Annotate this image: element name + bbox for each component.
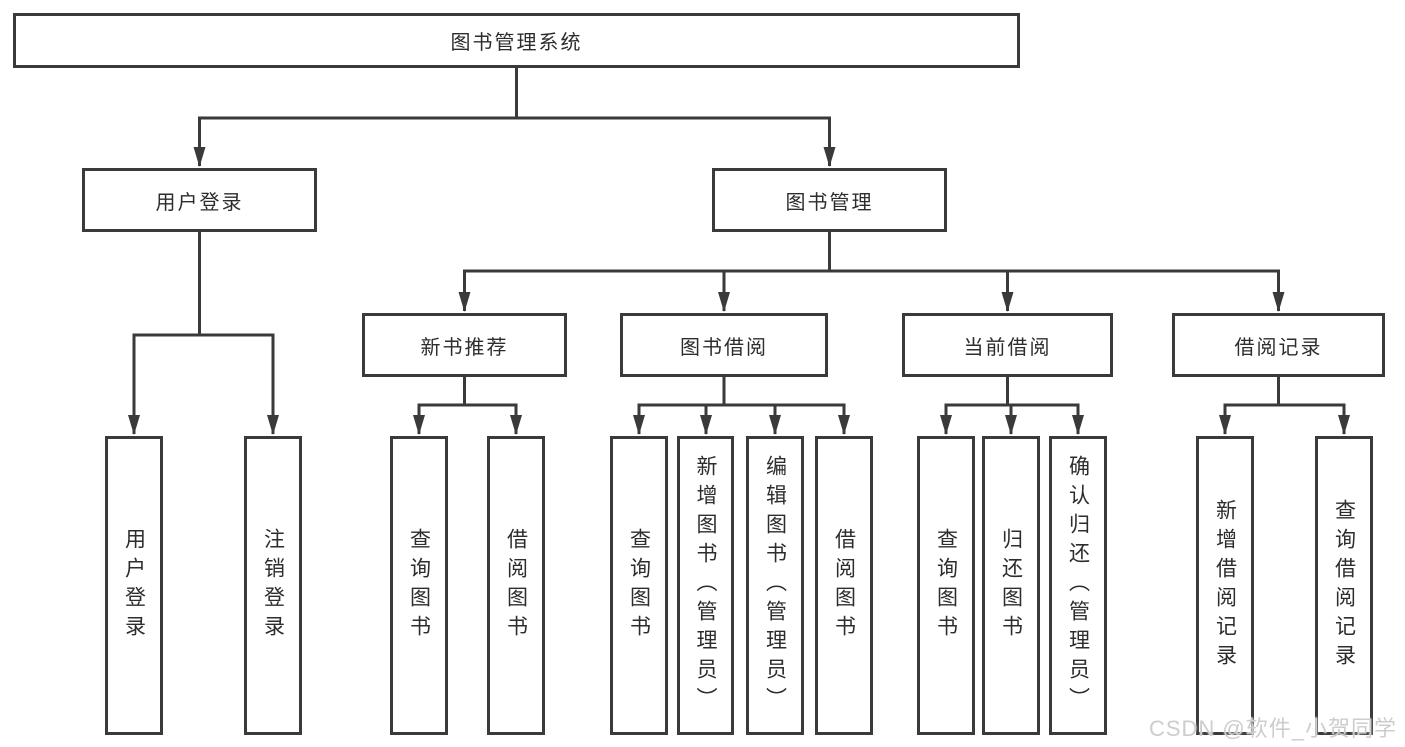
node-new-book-recommend: 新书推荐 (362, 313, 567, 377)
leaf-newbooks-query-books: 查询图书 (390, 436, 448, 735)
leaf-user-login: 用户登录 (105, 436, 163, 735)
leaf-borrow-query-books: 查询图书 (610, 436, 668, 735)
leaf-borrow-edit-books-admin: 编辑图书（管理员） (746, 436, 804, 735)
leaf-records-add-record: 新增借阅记录 (1196, 436, 1254, 735)
leaf-newbooks-borrow-books: 借阅图书 (487, 436, 545, 735)
leaf-current-query-books: 查询图书 (917, 436, 975, 735)
leaf-borrow-add-books-admin: 新增图书（管理员） (677, 436, 734, 735)
node-root-library-system: 图书管理系统 (13, 13, 1020, 68)
node-user-login: 用户登录 (82, 168, 317, 232)
node-borrow-records: 借阅记录 (1172, 313, 1385, 377)
leaf-logout: 注销登录 (244, 436, 302, 735)
node-current-borrow: 当前借阅 (902, 313, 1113, 377)
leaf-borrow-borrow-books: 借阅图书 (815, 436, 873, 735)
node-book-borrow: 图书借阅 (620, 313, 828, 377)
leaf-current-confirm-return-admin: 确认归还（管理员） (1049, 436, 1107, 735)
leaf-current-return-books: 归还图书 (982, 436, 1040, 735)
node-book-management: 图书管理 (712, 168, 947, 232)
leaf-records-query-record: 查询借阅记录 (1315, 436, 1373, 735)
csdn-watermark: CSDN @软件_小贺同学 (1148, 716, 1397, 741)
